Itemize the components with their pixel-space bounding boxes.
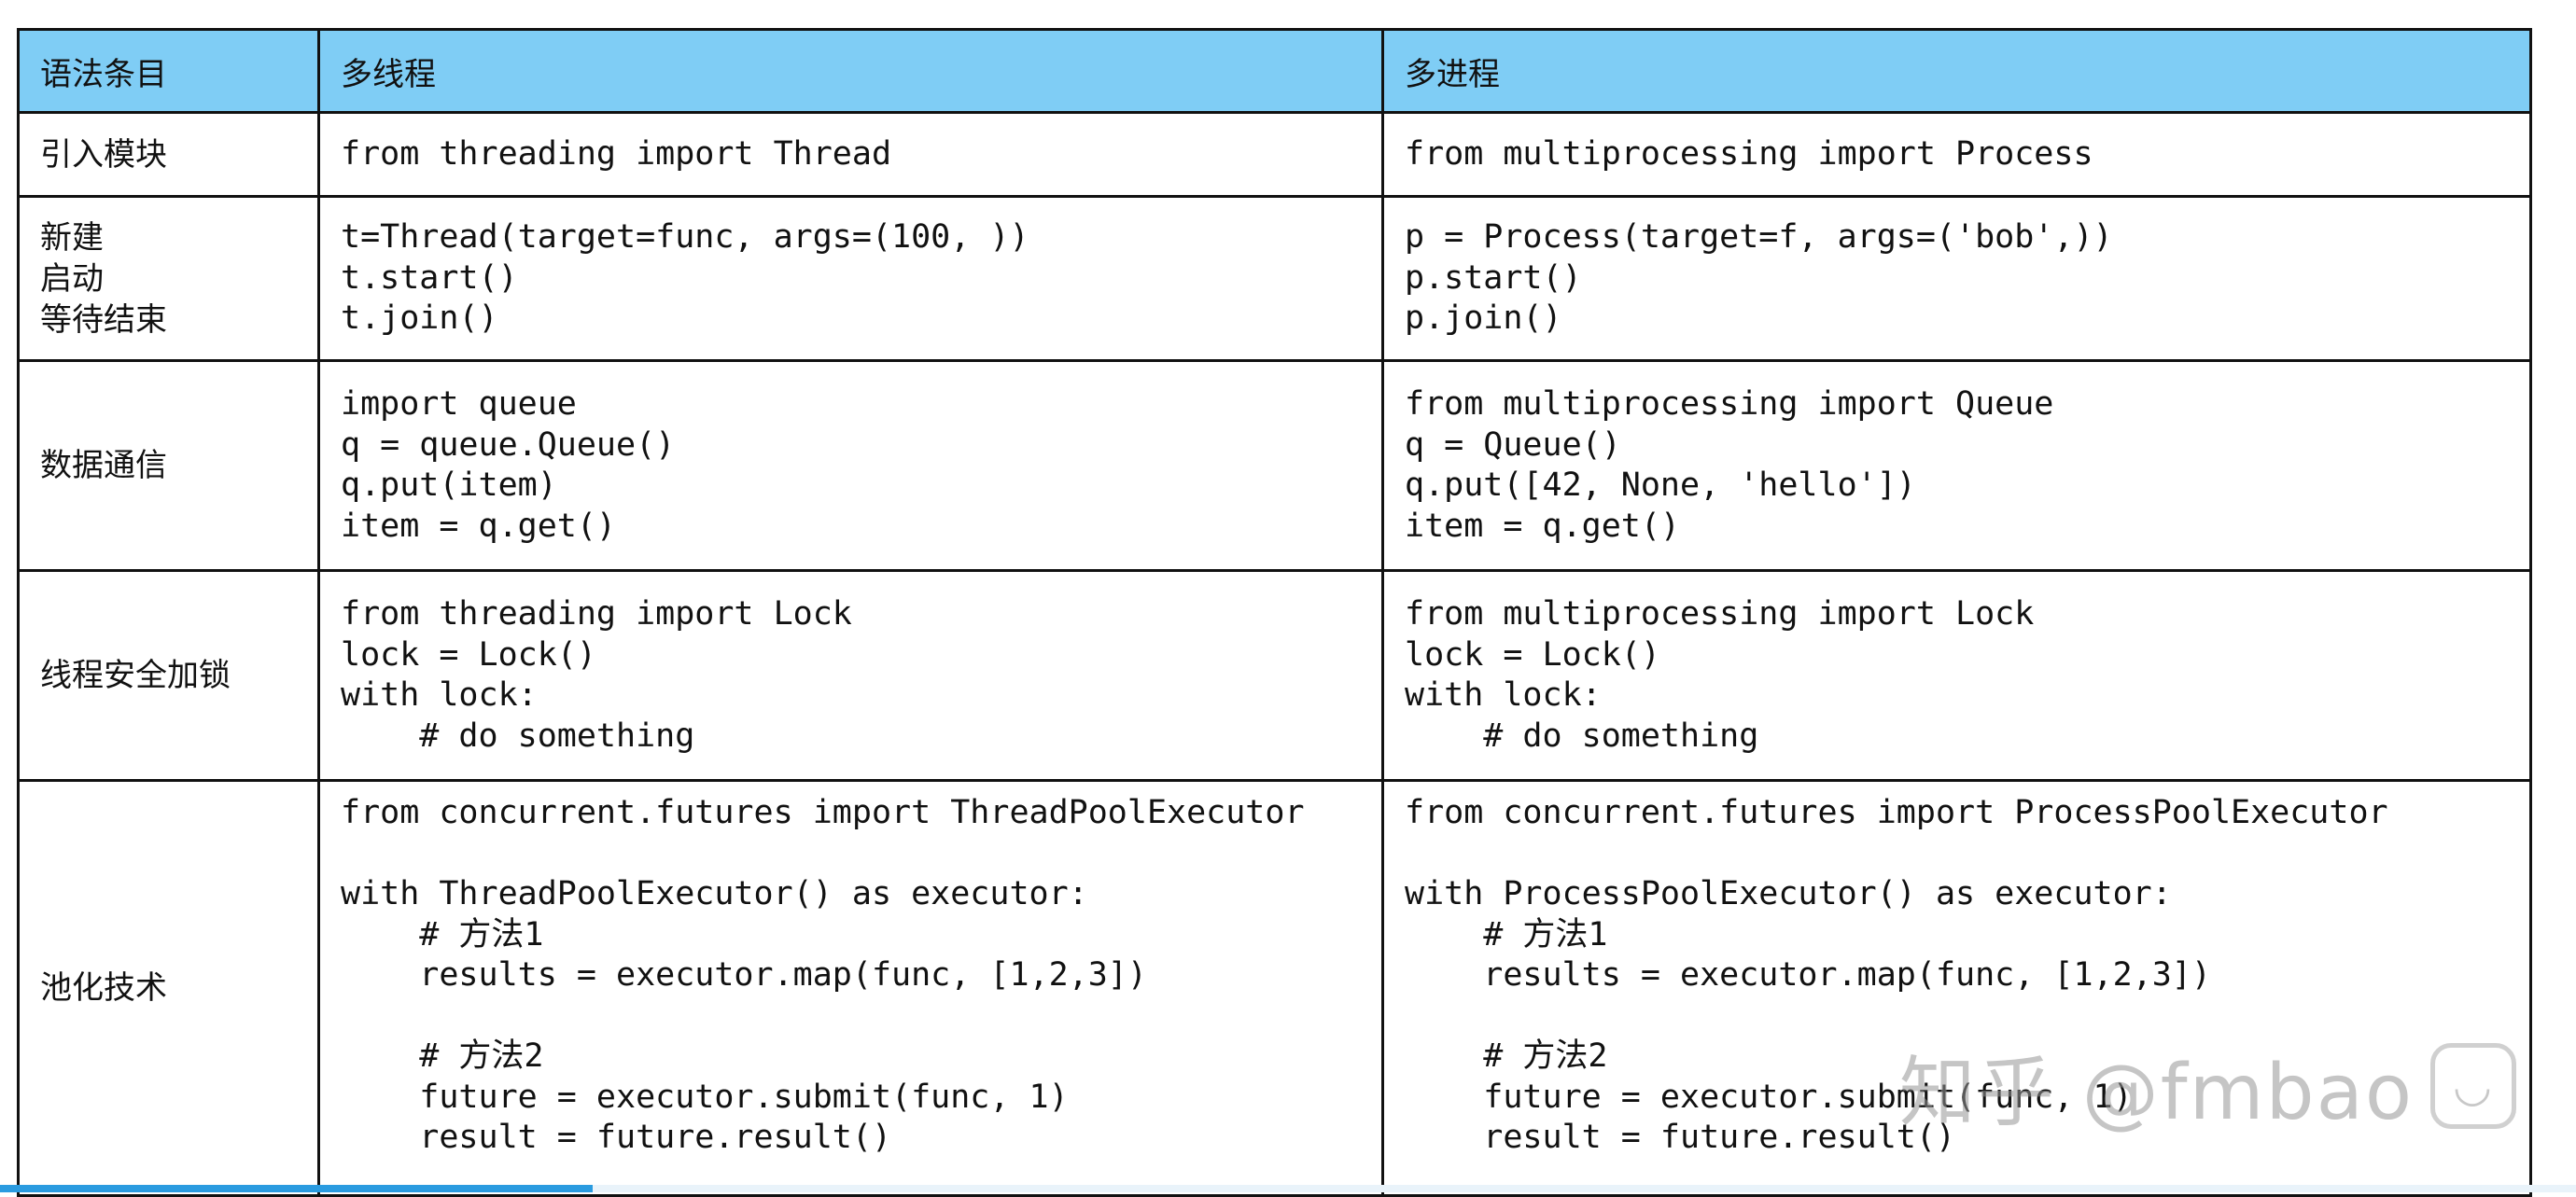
process-code: from multiprocessing import Lock lock = …: [1381, 569, 2532, 782]
thread-code: from threading import Thread: [317, 111, 1384, 198]
row-label: 引入模块: [17, 111, 320, 198]
table-row-data-communication: 数据通信 import queue q = queue.Queue() q.pu…: [17, 359, 2532, 572]
header-syntax-item: 语法条目: [17, 28, 320, 114]
thread-code: from threading import Lock lock = Lock()…: [317, 569, 1384, 782]
table-row-create-start-join: 新建 启动 等待结束 t=Thread(target=func, args=(1…: [17, 195, 2532, 362]
row-label: 新建 启动 等待结束: [17, 195, 320, 362]
row-label: 池化技术: [17, 779, 320, 1197]
thread-code: t=Thread(target=func, args=(100, )) t.st…: [317, 195, 1384, 362]
bottom-strip: [0, 1185, 2576, 1192]
header-multiprocessing: 多进程: [1381, 28, 2532, 114]
row-label: 线程安全加锁: [17, 569, 320, 782]
table-row-lock: 线程安全加锁 from threading import Lock lock =…: [17, 569, 2532, 782]
video-progress-bar[interactable]: [0, 1185, 593, 1192]
thread-code: from concurrent.futures import ThreadPoo…: [317, 779, 1384, 1197]
table-row-import-module: 引入模块 from threading import Thread from m…: [17, 111, 2532, 198]
process-code: from multiprocessing import Process: [1381, 111, 2532, 198]
table-row-pool: 池化技术 from concurrent.futures import Thre…: [17, 779, 2532, 1197]
process-code: from concurrent.futures import ProcessPo…: [1381, 779, 2532, 1197]
row-label: 数据通信: [17, 359, 320, 572]
table-header-row: 语法条目 多线程 多进程: [17, 28, 2532, 114]
comparison-table: 语法条目 多线程 多进程 引入模块 from threading import …: [17, 28, 2532, 1197]
process-code: from multiprocessing import Queue q = Qu…: [1381, 359, 2532, 572]
process-code: p = Process(target=f, args=('bob',)) p.s…: [1381, 195, 2532, 362]
header-multithreading: 多线程: [317, 28, 1384, 114]
thread-code: import queue q = queue.Queue() q.put(ite…: [317, 359, 1384, 572]
